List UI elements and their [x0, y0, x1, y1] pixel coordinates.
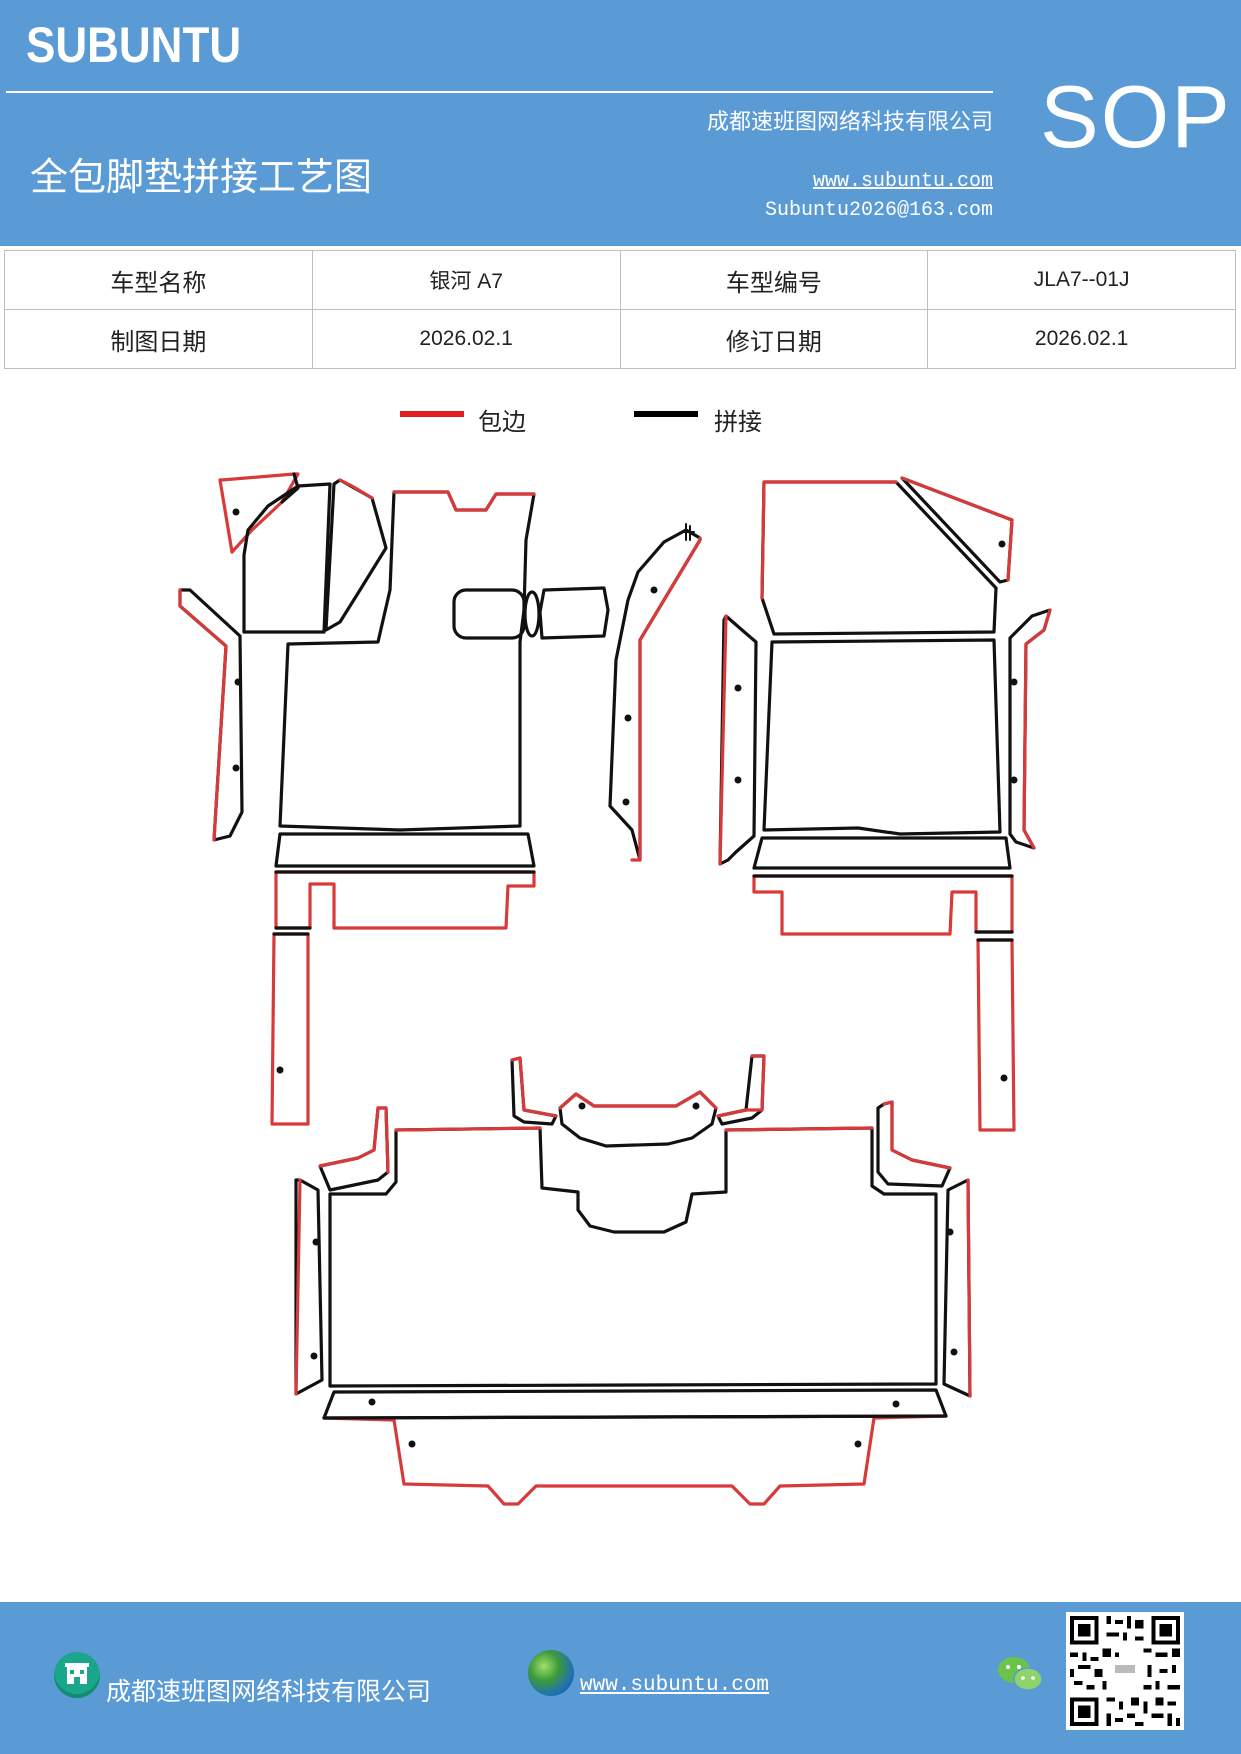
- vehicle-info-table: 车型名称 银河 A7 车型编号 JLA7--01J 制图日期 2026.02.1…: [4, 250, 1236, 369]
- label-model-name: 车型名称: [4, 250, 313, 310]
- fastener-dots: [232, 508, 1018, 1448]
- building-icon: [54, 1652, 100, 1698]
- label-model-code: 车型编号: [619, 250, 929, 310]
- footer-banner: 成都速班图网络科技有限公司 www.subuntu.com: [0, 1602, 1241, 1754]
- brand-logo: SUBUNTU: [26, 17, 242, 73]
- mat-center-bar: [452, 586, 610, 640]
- footer-company-name: 成都速班图网络科技有限公司: [106, 1677, 432, 1706]
- email-address: Subuntu2026@163.com: [764, 199, 993, 222]
- mat-front-left: [178, 472, 536, 1126]
- globe-icon: [528, 1650, 574, 1696]
- page-title: 全包脚垫拼接工艺图: [30, 155, 373, 199]
- mat-front-right: [718, 476, 1052, 1132]
- value-draw-date: 2026.02.1: [311, 309, 621, 369]
- website-link[interactable]: www.subuntu.com: [812, 170, 993, 193]
- doc-type-label: SOP: [1040, 67, 1232, 166]
- mat-center-side: [608, 528, 702, 862]
- header-banner: SUBUNTU SOP 成都速班图网络科技有限公司 全包脚垫拼接工艺图 www.…: [0, 0, 1241, 246]
- qr-code: [1066, 1612, 1184, 1730]
- header-divider: [6, 91, 993, 93]
- legend-label: 拼接: [714, 408, 762, 436]
- label-revise-date: 修订日期: [619, 309, 929, 369]
- table-row: 车型名称 银河 A7 车型编号 JLA7--01J: [4, 250, 1236, 310]
- value-model-name: 银河 A7: [311, 250, 621, 310]
- value-revise-date: 2026.02.1: [927, 309, 1236, 369]
- table-row: 制图日期 2026.02.1 修订日期 2026.02.1: [4, 309, 1236, 369]
- legend-swatch-black: [634, 411, 698, 417]
- value-model-code: JLA7--01J: [927, 250, 1236, 310]
- legend-swatch-red: [400, 411, 464, 417]
- footer-website-link[interactable]: www.subuntu.com: [580, 1674, 770, 1697]
- legend-label: 包边: [478, 408, 526, 436]
- company-name: 成都速班图网络科技有限公司: [706, 110, 993, 135]
- tunnel-marker: [681, 523, 695, 541]
- mat-rear: [294, 1054, 972, 1506]
- wechat-icon[interactable]: [996, 1654, 1044, 1694]
- label-draw-date: 制图日期: [4, 309, 313, 369]
